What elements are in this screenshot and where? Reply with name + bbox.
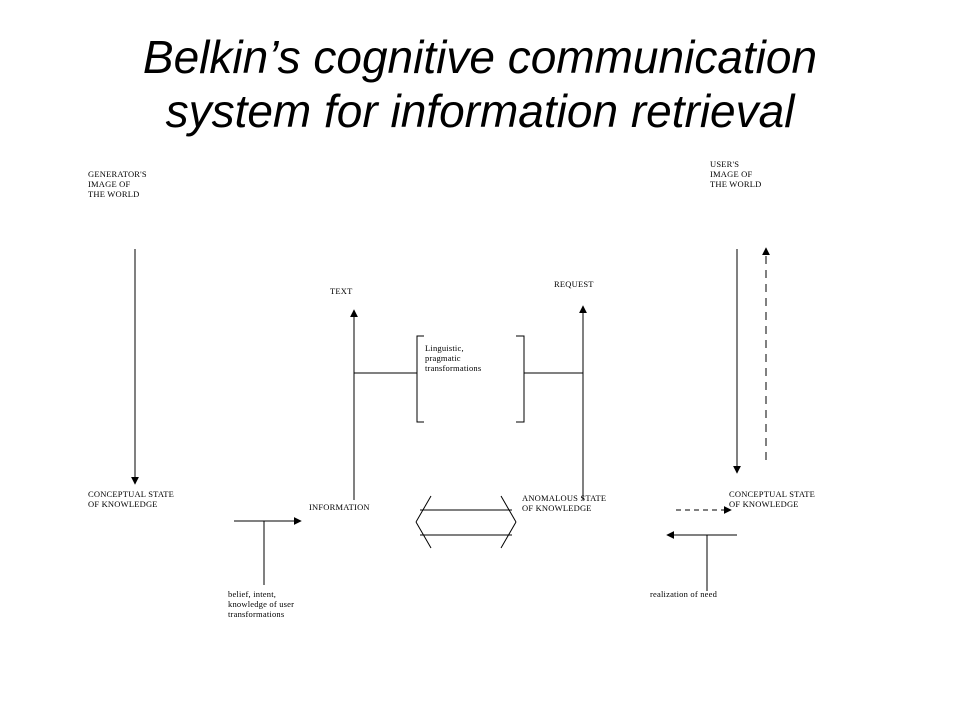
request-label: REQUEST (554, 279, 594, 289)
exchange-lower-left-diagonal (415, 521, 432, 549)
title-line-2: system for information retrieval (165, 85, 795, 137)
linguistic-left-bracket (416, 335, 424, 423)
generator-image-label: GENERATOR'S IMAGE OF THE WORLD (88, 169, 147, 199)
information-label: INFORMATION (309, 502, 370, 512)
linguistic-transformations-label: Linguistic, pragmatic transformations (425, 343, 482, 373)
realization-of-need-label: realization of need (650, 589, 718, 599)
title-line-1: Belkin’s cognitive communication (142, 31, 818, 83)
exchange-lower-right-diagonal (500, 521, 517, 549)
conceptual-state-left-label: CONCEPTUAL STATE OF KNOWLEDGE (88, 489, 175, 509)
user-image-label: USER'S IMAGE OF THE WORLD (710, 159, 762, 189)
linguistic-right-bracket (516, 335, 525, 423)
text-label: TEXT (330, 286, 353, 296)
anomalous-state-label: ANOMALOUS STATE OF KNOWLEDGE (522, 493, 607, 513)
exchange-upper-right-diagonal (500, 495, 517, 523)
exchange-upper-left-diagonal (415, 495, 432, 523)
conceptual-state-right-label: CONCEPTUAL STATE OF KNOWLEDGE (729, 489, 816, 509)
belief-transformations-label: belief, intent, knowledge of user transf… (228, 589, 295, 619)
slide-title: Belkin’s cognitive communication system … (0, 30, 960, 138)
